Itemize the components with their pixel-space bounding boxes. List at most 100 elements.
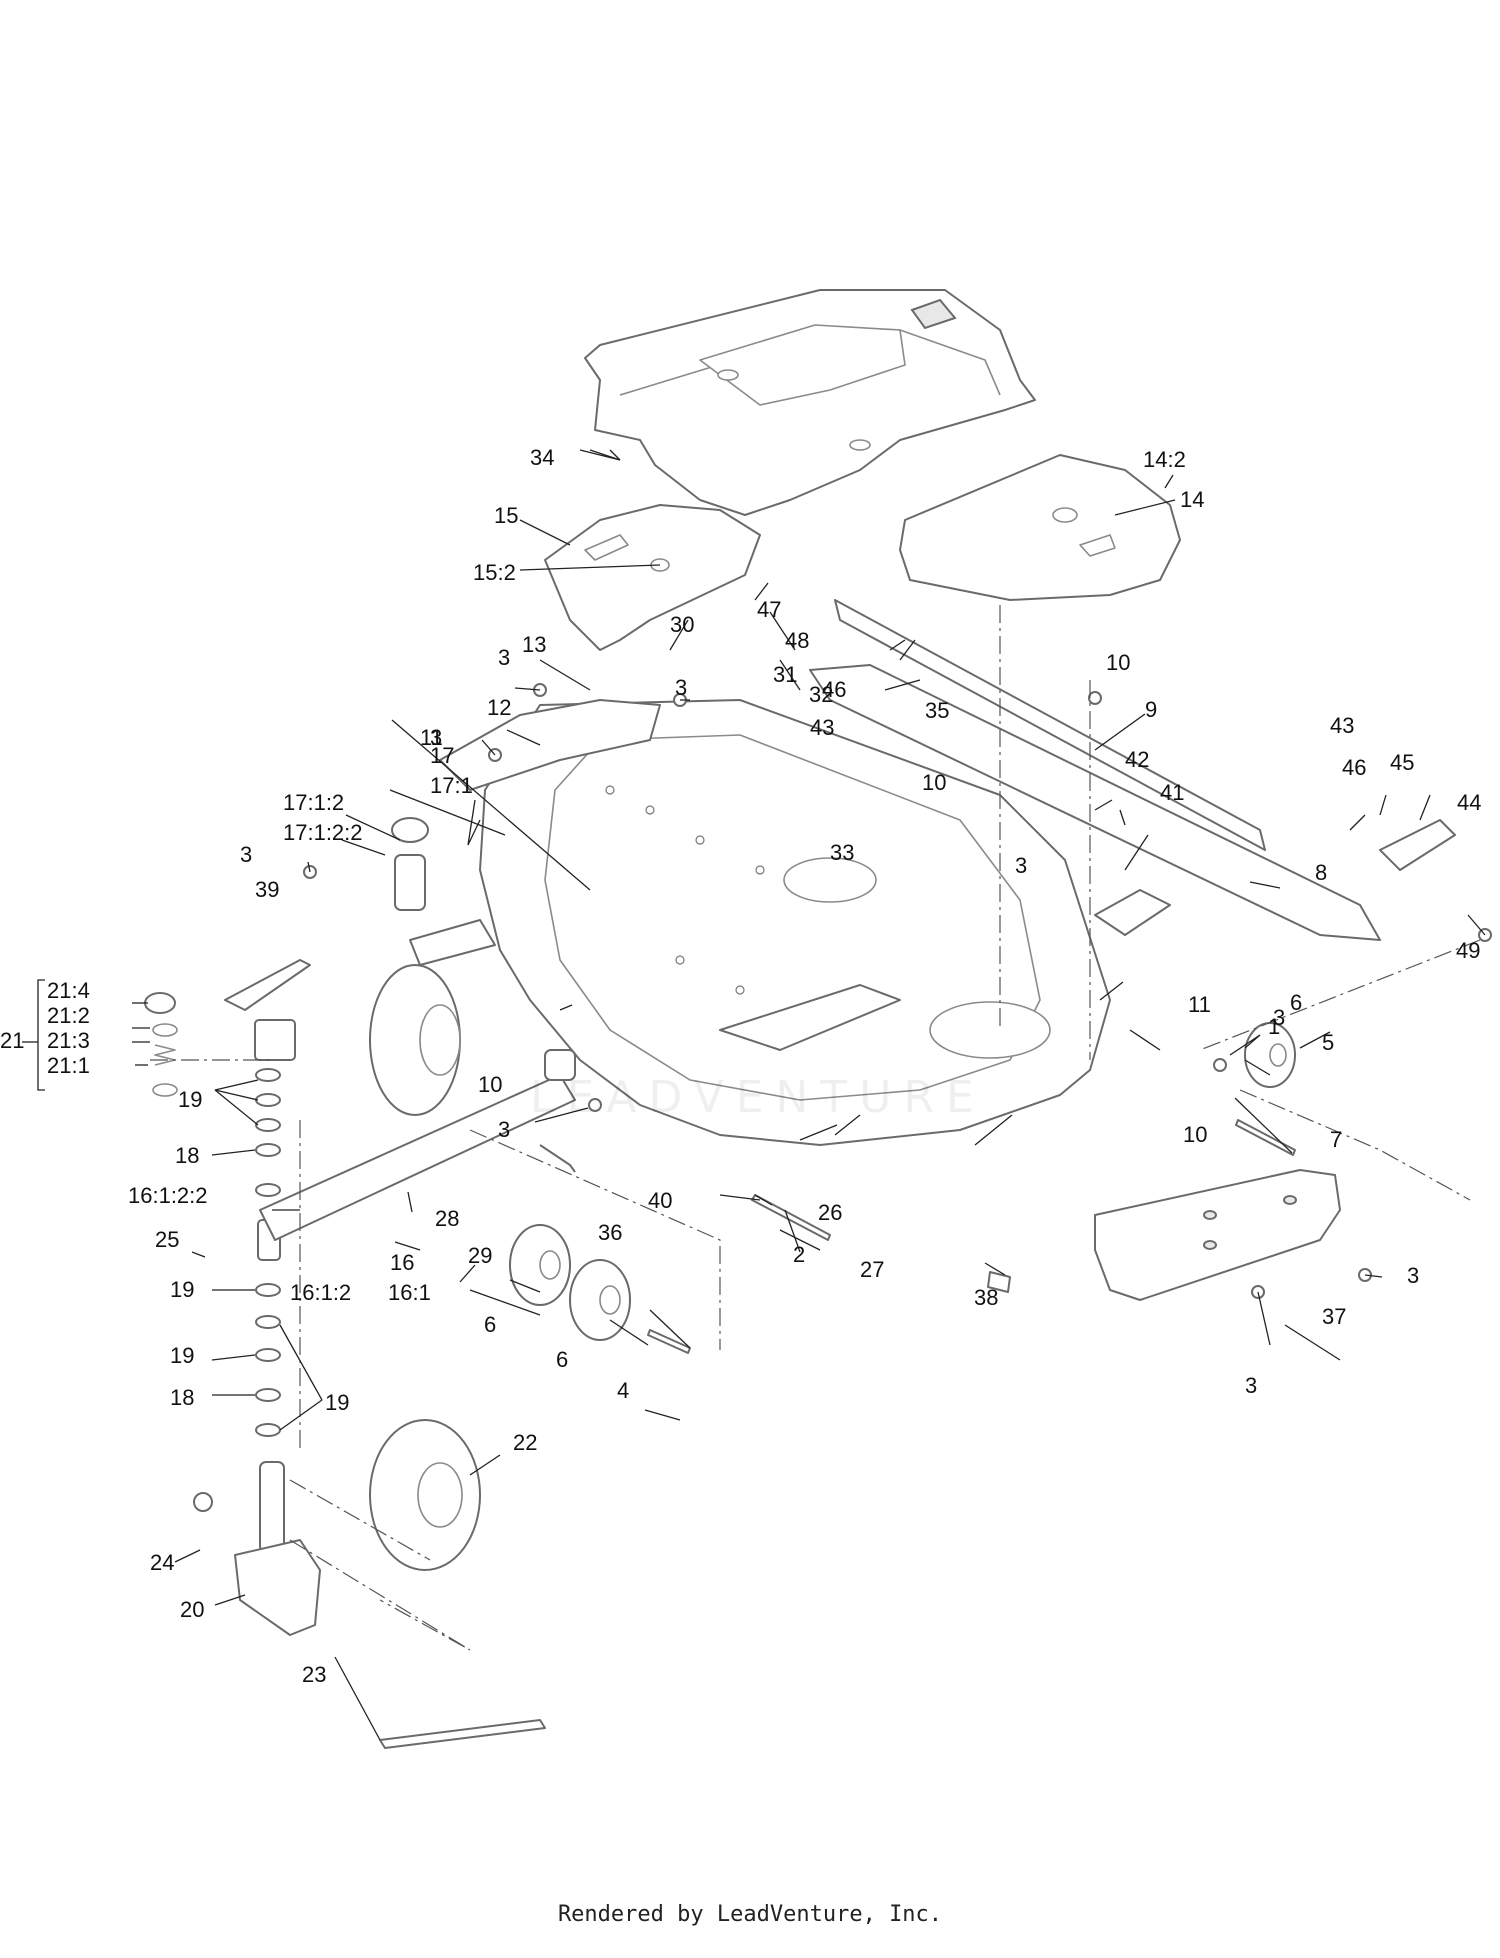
callout-26[interactable]: 26 [818,1200,842,1225]
callout-4[interactable]: 4 [617,1378,629,1403]
callout-3[interactable]: 3 [675,675,687,700]
callout-40[interactable]: 40 [648,1188,672,1213]
callout-6[interactable]: 6 [556,1347,568,1372]
callout-43[interactable]: 43 [1330,713,1354,738]
callout-15[interactable]: 15 [494,503,518,528]
callout-20[interactable]: 20 [180,1597,204,1622]
right-cover-14 [899,454,1181,601]
callout-21[interactable]: 21 [0,1028,24,1053]
callout-1[interactable]: 1 [1268,1014,1280,1039]
callout-24[interactable]: 24 [150,1550,174,1575]
callout-17-1[interactable]: 17:1 [430,773,473,798]
callout-34[interactable]: 34 [530,445,554,470]
callout-13[interactable]: 13 [522,632,546,657]
callout-43[interactable]: 43 [810,715,834,740]
callout-21-3[interactable]: 21:3 [47,1028,90,1053]
callout-19[interactable]: 19 [170,1343,194,1368]
callout-5[interactable]: 5 [1322,1030,1334,1055]
phantom-lines [150,605,1481,1651]
callout-17-1-2-2[interactable]: 17:1:2:2 [283,820,363,845]
callout-16[interactable]: 16 [390,1250,414,1275]
caster-assembly-17 [369,817,496,1116]
idler-arm-44 [1379,819,1456,871]
callout-30[interactable]: 30 [670,612,694,637]
callout-23[interactable]: 23 [302,1662,326,1687]
callout-11[interactable]: 11 [1188,992,1211,1017]
callout-25[interactable]: 25 [155,1227,179,1252]
callout-15-2[interactable]: 15:2 [473,560,516,585]
rear-plates-8-9 [809,599,1381,941]
callout-22[interactable]: 22 [513,1430,537,1455]
callout-29[interactable]: 29 [468,1243,492,1268]
callout-3[interactable]: 3 [430,725,442,750]
callout-32[interactable]: 32 [809,682,833,707]
callout-labels: 1 2 3 3 3 3 3 3 3 3 3 4 5 6 6 6 7 8 9 10… [0,445,1481,1687]
callout-3[interactable]: 3 [498,1117,510,1142]
callout-27[interactable]: 27 [860,1257,884,1282]
footer-credit: Rendered by LeadVenture, Inc. [557,1902,943,1927]
callout-16-1-2[interactable]: 16:1:2 [290,1280,351,1305]
callout-31[interactable]: 31 [773,662,797,687]
callout-10[interactable]: 10 [922,770,946,795]
callout-41[interactable]: 41 [1160,780,1184,805]
callout-14-2[interactable]: 14:2 [1143,447,1186,472]
callout-46[interactable]: 46 [822,677,846,702]
callout-10[interactable]: 10 [1183,1122,1207,1147]
callout-11[interactable]: 11 [420,725,443,750]
callout-38[interactable]: 38 [974,1285,998,1310]
left-cover-15 [544,504,761,651]
small-hardware [193,683,1492,1749]
mower-deck-frame [439,699,1111,1146]
callout-7[interactable]: 7 [1330,1127,1342,1152]
top-cover-34 [584,289,1036,516]
callout-8[interactable]: 8 [1315,860,1327,885]
callout-3[interactable]: 3 [1273,1005,1285,1030]
grease-cap-parts-21 [144,992,178,1097]
stacked-washers-18-19 [255,1068,281,1437]
callout-21-2[interactable]: 21:2 [47,1003,90,1028]
callout-19[interactable]: 19 [325,1390,349,1415]
callout-3[interactable]: 3 [1407,1263,1419,1288]
callout-33[interactable]: 33 [830,840,854,865]
callout-44[interactable]: 44 [1457,790,1481,815]
callout-6[interactable]: 6 [484,1312,496,1337]
callout-10[interactable]: 10 [478,1072,502,1097]
callout-46[interactable]: 46 [1342,755,1366,780]
callout-3[interactable]: 3 [1245,1373,1257,1398]
callout-12[interactable]: 12 [487,695,511,720]
callout-45[interactable]: 45 [1390,750,1414,775]
pedal-41 [1094,889,1171,936]
callout-10[interactable]: 10 [1106,650,1130,675]
anti-scalp-rollers-6 [509,1022,1296,1341]
callout-48[interactable]: 48 [785,628,809,653]
leader-lines [132,449,1486,1741]
callout-37[interactable]: 37 [1322,1304,1346,1329]
callout-16-1[interactable]: 16:1 [388,1280,431,1305]
callout-18[interactable]: 18 [170,1385,194,1410]
callout-19[interactable]: 19 [170,1277,194,1302]
callout-35[interactable]: 35 [925,698,949,723]
callout-17[interactable]: 17 [430,743,454,768]
callout-21-1[interactable]: 21:1 [47,1053,90,1078]
callout-18[interactable]: 18 [175,1143,199,1168]
callout-2[interactable]: 2 [793,1242,805,1267]
callout-39[interactable]: 39 [255,877,279,902]
callout-9[interactable]: 9 [1145,697,1157,722]
watermark: LEADVENTURE [530,1072,986,1123]
callout-42[interactable]: 42 [1125,747,1149,772]
callout-14[interactable]: 14 [1180,487,1204,512]
callout-3[interactable]: 3 [1015,853,1027,878]
callout-28[interactable]: 28 [435,1206,459,1231]
lift-arm-tube-16 [259,1049,576,1241]
callout-6[interactable]: 6 [1290,990,1302,1015]
callout-21-4[interactable]: 21:4 [47,978,90,1003]
callout-3[interactable]: 3 [240,842,252,867]
callout-16-1-2-2[interactable]: 16:1:2:2 [128,1183,208,1208]
callout-49[interactable]: 49 [1456,938,1480,963]
callout-3[interactable]: 3 [498,645,510,670]
callout-36[interactable]: 36 [598,1220,622,1245]
callout-47[interactable]: 47 [757,597,781,622]
callout-19[interactable]: 19 [178,1087,202,1112]
callout-17-1-2[interactable]: 17:1:2 [283,790,344,815]
